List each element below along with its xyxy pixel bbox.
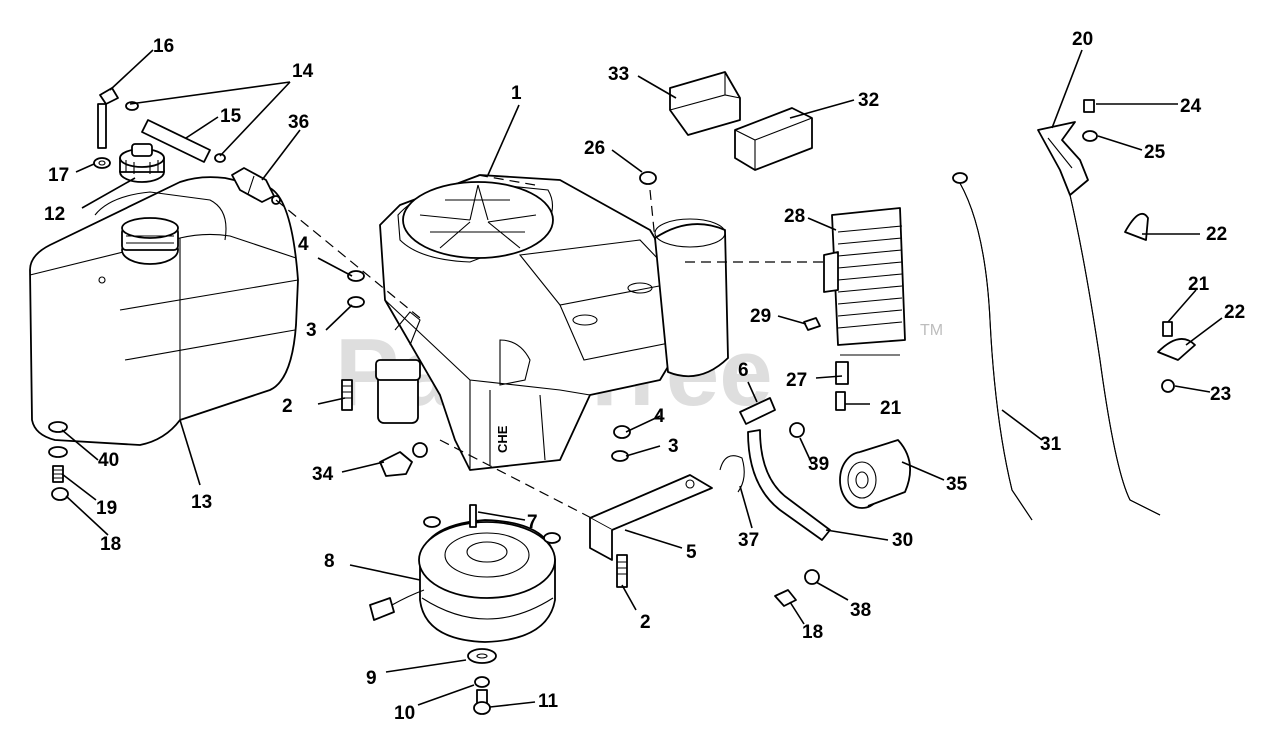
label-part-8[interactable]: 8 [324, 551, 335, 572]
label-part-34[interactable]: 34 [312, 464, 334, 485]
label-part-3-left[interactable]: 3 [306, 320, 317, 341]
label-part-6[interactable]: 6 [738, 360, 749, 381]
label-part-10[interactable]: 10 [394, 703, 415, 724]
label-part-12[interactable]: 12 [44, 204, 65, 225]
throttle-cable[interactable] [954, 174, 1033, 521]
label-part-9[interactable]: 9 [366, 668, 377, 689]
bottom-hardware[interactable] [774, 569, 820, 607]
label-part-22-lower[interactable]: 22 [1224, 302, 1245, 323]
label-part-18-left[interactable]: 18 [100, 534, 121, 555]
label-part-23[interactable]: 23 [1210, 384, 1231, 405]
label-part-30[interactable]: 30 [892, 530, 913, 551]
control-cable[interactable] [1069, 194, 1161, 516]
label-part-16[interactable]: 16 [153, 36, 174, 57]
label-part-28[interactable]: 28 [784, 206, 805, 227]
label-part-14[interactable]: 14 [292, 61, 314, 82]
label-part-15[interactable]: 15 [220, 106, 242, 127]
fuel-line-assembly[interactable] [93, 87, 226, 169]
label-part-32[interactable]: 32 [858, 90, 879, 111]
label-part-24[interactable]: 24 [1180, 96, 1202, 117]
fuel-tank[interactable] [29, 176, 299, 446]
nut-39[interactable] [789, 422, 805, 438]
label-part-19[interactable]: 19 [96, 498, 117, 519]
label-part-20[interactable]: 20 [1072, 29, 1093, 50]
starter-motor[interactable] [375, 311, 421, 424]
label-part-4-left[interactable]: 4 [298, 234, 309, 255]
label-part-35[interactable]: 35 [946, 474, 968, 495]
label-part-11[interactable]: 11 [538, 691, 559, 712]
foam-pad-32[interactable] [734, 107, 813, 171]
air-cleaner-housing[interactable] [654, 218, 729, 378]
label-part-38[interactable]: 38 [850, 600, 871, 621]
label-part-5[interactable]: 5 [686, 542, 697, 563]
label-part-22-upper[interactable]: 22 [1206, 224, 1227, 245]
label-part-26[interactable]: 26 [584, 138, 605, 159]
oil-filter[interactable] [839, 439, 912, 509]
engine-mount-hardware-right[interactable] [611, 425, 631, 462]
assembly-line-filter [649, 189, 656, 241]
label-part-3-right[interactable]: 3 [668, 436, 679, 457]
bolt-2-right[interactable] [616, 554, 628, 588]
electric-pto-clutch[interactable] [369, 516, 561, 643]
label-part-13[interactable]: 13 [191, 492, 212, 513]
engine-marking: CHE [495, 425, 510, 453]
assembly-line-engine-top [477, 174, 536, 186]
label-part-21-center[interactable]: 21 [880, 398, 902, 419]
oil-drain-hose[interactable] [719, 397, 831, 541]
label-part-31[interactable]: 31 [1040, 434, 1062, 455]
oil-drain-fitting[interactable] [379, 442, 428, 477]
mounting-bracket[interactable] [589, 474, 713, 561]
label-part-36[interactable]: 36 [288, 112, 309, 133]
key-7[interactable] [469, 504, 477, 528]
label-part-1[interactable]: 1 [511, 83, 522, 104]
label-part-18-bottom[interactable]: 18 [802, 622, 823, 643]
label-part-33[interactable]: 33 [608, 64, 629, 85]
clutch-hardware[interactable] [467, 648, 497, 715]
tank-mounting-hardware[interactable] [48, 421, 69, 501]
dipstick-hardware[interactable] [803, 317, 900, 411]
control-lever[interactable] [1037, 121, 1089, 196]
label-part-7[interactable]: 7 [527, 512, 538, 533]
label-part-27[interactable]: 27 [786, 370, 807, 391]
label-part-40[interactable]: 40 [98, 450, 119, 471]
label-part-37[interactable]: 37 [738, 530, 759, 551]
control-hardware[interactable] [1082, 99, 1196, 393]
engine[interactable]: CHE [379, 174, 685, 471]
watermark-trademark: TM [920, 322, 943, 339]
label-part-2-left[interactable]: 2 [282, 396, 293, 417]
fuel-cap[interactable] [119, 143, 165, 183]
label-part-21-right[interactable]: 21 [1188, 274, 1210, 295]
nut-26[interactable] [639, 171, 657, 185]
label-part-17[interactable]: 17 [48, 165, 69, 186]
label-part-25[interactable]: 25 [1144, 142, 1166, 163]
label-part-4-right[interactable]: 4 [654, 406, 665, 427]
foam-pad-33[interactable] [669, 71, 741, 136]
engine-mount-hardware-left[interactable] [341, 270, 365, 411]
oil-cooler-screen[interactable] [823, 207, 906, 346]
label-part-2-right[interactable]: 2 [640, 612, 651, 633]
label-part-39[interactable]: 39 [808, 454, 829, 475]
label-part-29[interactable]: 29 [750, 306, 771, 327]
